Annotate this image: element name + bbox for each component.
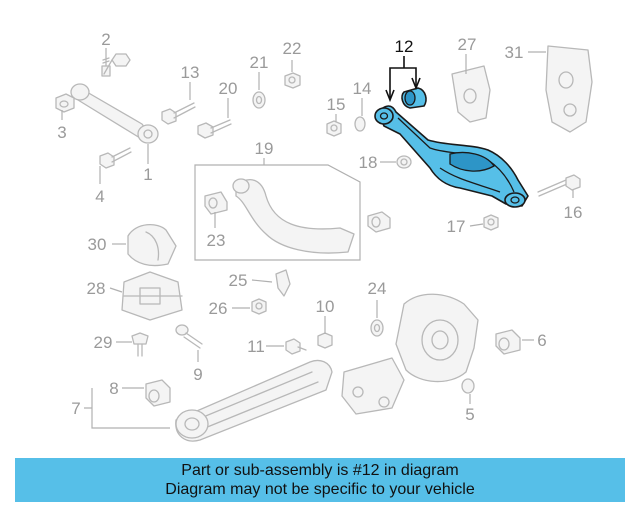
- part-29-bolt: [131, 332, 149, 357]
- part-1-upper-link: [70, 83, 159, 144]
- callout-1: 1: [143, 165, 152, 184]
- part-27-bracket: [451, 65, 491, 123]
- callout-17: 17: [447, 217, 466, 236]
- callout-8: 8: [109, 379, 118, 398]
- part-13-bolt: [161, 102, 196, 125]
- part-5-knuckle: [341, 293, 479, 415]
- callout-28: 28: [87, 279, 106, 298]
- callout-22: 22: [283, 39, 302, 58]
- callout-13: 13: [181, 63, 200, 82]
- callout-18: 18: [359, 153, 378, 172]
- part-17-nut: [483, 214, 499, 231]
- part-31-bracket: [545, 45, 593, 133]
- callout-16: 16: [564, 203, 583, 222]
- callout-23: 23: [207, 231, 226, 250]
- callout-29: 29: [94, 333, 113, 352]
- callout-19: 19: [255, 139, 274, 158]
- banner-line-2: Diagram may not be specific to your vehi…: [165, 481, 475, 498]
- part-22-nut: [284, 72, 301, 89]
- callout-10: 10: [316, 297, 335, 316]
- part-30-bushing: [127, 224, 177, 267]
- callout-3: 3: [57, 123, 66, 142]
- leader-lines: [61, 48, 574, 429]
- part-8-bushing: [145, 379, 171, 407]
- callout-14: 14: [353, 79, 372, 98]
- part-4-bolt: [99, 147, 132, 169]
- callout-25: 25: [229, 271, 248, 290]
- part-16-bolt: [537, 174, 581, 197]
- part-12-lower-control-arm: [374, 87, 529, 208]
- callout-24: 24: [368, 279, 387, 298]
- part-9-bolt: [175, 324, 203, 349]
- callout-15: 15: [327, 95, 346, 114]
- callout-6: 6: [537, 331, 546, 350]
- part-7-trailing-arm: [175, 359, 333, 442]
- part-28-mount: [121, 271, 183, 321]
- callout-26: 26: [209, 299, 228, 318]
- callout-27: 27: [458, 35, 477, 54]
- part-18-bolt: [396, 155, 412, 169]
- callout-30: 30: [88, 235, 107, 254]
- part-26-nut: [251, 298, 267, 315]
- callout-21: 21: [250, 53, 269, 72]
- part-3-nut: [55, 93, 75, 113]
- callout-7: 7: [71, 399, 80, 418]
- exploded-parts-diagram: 2 3 4 1 13 20 21 22 15 14 12 27 31 18 16…: [55, 30, 593, 442]
- banner-line-1: Part or sub-assembly is #12 in diagram: [181, 462, 459, 479]
- callout-4: 4: [95, 187, 104, 206]
- part-2-bolt: [101, 53, 131, 77]
- part-6-bushing: [495, 329, 521, 355]
- callout-12: 12: [395, 37, 414, 56]
- callout-5: 5: [465, 405, 474, 424]
- part-14-washer: [354, 116, 366, 132]
- part-10-nut: [317, 332, 333, 349]
- part-21-washer: [252, 91, 266, 109]
- callout-20: 20: [219, 79, 238, 98]
- part-24-washer: [370, 319, 384, 337]
- part-15-nut: [326, 120, 342, 137]
- callout-31: 31: [505, 43, 524, 62]
- part-25-clip: [275, 269, 291, 297]
- callout-2: 2: [101, 30, 110, 49]
- callout-labels: 2 3 4 1 13 20 21 22 15 14 12 27 31 18 16…: [57, 30, 582, 424]
- callout-9: 9: [193, 365, 202, 384]
- part-11-bolt: [285, 338, 307, 355]
- part-20-bolt: [197, 119, 232, 139]
- part-19-arm-assembly: [194, 164, 391, 261]
- callout-11: 11: [247, 337, 265, 356]
- info-banner: Part or sub-assembly is #12 in diagram D…: [15, 458, 625, 502]
